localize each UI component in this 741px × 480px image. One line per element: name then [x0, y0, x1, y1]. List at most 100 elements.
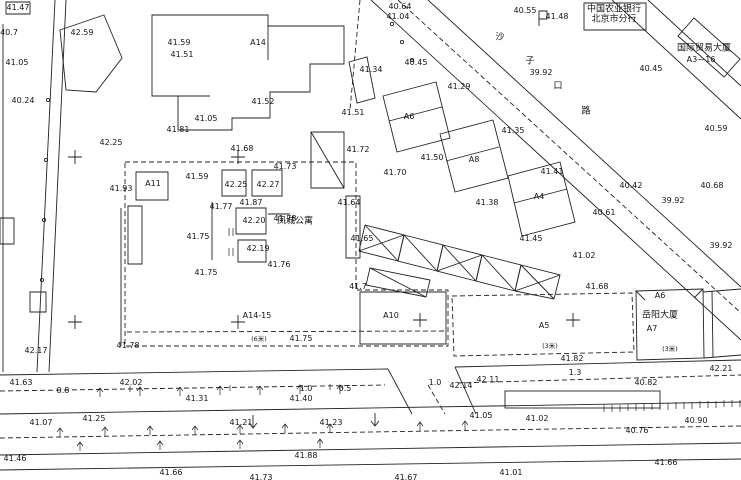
elevation-label: 41.07 [29, 418, 53, 427]
place-name-label: 北京市分行 [591, 14, 637, 25]
elevation-label: 40.42 [619, 181, 643, 190]
grid-cross [68, 315, 82, 329]
place-name-label: 岳阳大厦 [641, 310, 679, 321]
elevation-label: 42.19 [246, 244, 270, 253]
elevation-label: 41.05 [194, 114, 218, 123]
elevation-label: 41.34 [359, 65, 383, 74]
place-name-label: 口 [553, 81, 563, 92]
elevation-label: 39.92 [529, 68, 553, 77]
elevation-label: 41.31 [185, 394, 209, 403]
grid-cross [231, 150, 245, 164]
elevation-label: A5 [538, 321, 550, 330]
elevation-label: 41.48 [545, 12, 569, 21]
place-name-label: 路 [581, 106, 591, 117]
elevation-label: A7 [646, 324, 658, 333]
elevation-label: A8 [468, 155, 480, 164]
buildings-group [0, 1, 741, 361]
elevation-label: 41.29 [447, 82, 471, 91]
fence-ticks [603, 400, 741, 412]
elevation-label: 1.0 [299, 384, 313, 393]
utility-point [409, 57, 415, 63]
place-name-label: 凤城公寓 [276, 216, 314, 227]
arrow-down [248, 415, 258, 429]
elevation-label: 40.61 [592, 208, 616, 217]
place-name-label: 中国农业银行 [586, 4, 642, 15]
elevation-label: 41.41 [540, 167, 564, 176]
utility-point [45, 97, 51, 103]
elevation-label: 40.45 [639, 64, 663, 73]
elevation-label: 41.50 [420, 153, 444, 162]
elevation-label: 41.04 [386, 12, 410, 21]
arrow-down [370, 413, 380, 427]
elevation-label: 41.02 [525, 414, 549, 423]
elevation-label: 41.87 [239, 198, 263, 207]
elevation-label: 41.65 [350, 234, 374, 243]
utility-point [389, 21, 395, 27]
elevation-label: 41.59 [185, 172, 209, 181]
elevation-label: 42.27 [256, 180, 280, 189]
elevation-label: 39.92 [661, 196, 685, 205]
elevation-label: 41.59 [167, 38, 191, 47]
elevation-label: 41.77 [209, 202, 233, 211]
elevation-label: 41.88 [294, 451, 318, 460]
elevation-label: 41.75 [194, 268, 218, 277]
elevation-label: 1.3 [568, 368, 582, 377]
utility-point [43, 157, 49, 163]
elevation-label: 42.59 [70, 28, 94, 37]
elevation-label: A6 [403, 112, 415, 121]
elevation-label: 41.21 [229, 418, 253, 427]
grid-cross [566, 313, 580, 327]
elevation-label: 42.20 [242, 216, 266, 225]
elevation-label: 40.55 [513, 6, 537, 15]
elevation-label: 40.24 [11, 96, 35, 105]
tree-symbols [56, 384, 469, 451]
elevation-label: 41.70 [383, 168, 407, 177]
elevation-label: 40.76 [625, 426, 649, 435]
place-name-label: 国际贸易大厦 [676, 43, 732, 54]
place-name-label: (6米) [251, 334, 267, 343]
elevation-label: 41.01 [499, 468, 523, 477]
elevation-label: 41.68 [230, 144, 254, 153]
elevation-label: 41.66 [654, 458, 678, 467]
elevation-label: 42.17 [24, 346, 48, 355]
elevation-label: 41.76 [267, 260, 291, 269]
elevation-label: 41.78 [273, 214, 297, 223]
elevation-label: A11 [145, 179, 161, 188]
elevation-label: 39.92 [709, 241, 733, 250]
elevation-label: 41.7 [349, 282, 367, 291]
grid-cross [68, 150, 82, 164]
grid-cross [231, 315, 245, 329]
elevation-label: 41.64 [337, 198, 361, 207]
place-name-label: (3米) [542, 341, 558, 350]
place-name-label: 子 [525, 56, 535, 67]
elevation-label: 1.0 [428, 378, 442, 387]
elevation-label: 41.73 [249, 473, 273, 480]
elevation-label: 40.90 [684, 416, 708, 425]
elevation-label: 40.68 [700, 181, 724, 190]
elevation-label: 41.47 [6, 3, 30, 12]
elevation-label: 41.05 [5, 58, 29, 67]
elevation-label: 40.7 [0, 28, 18, 37]
elevation-label: 42.11 [476, 375, 500, 384]
elevation-label: 0.8 [56, 386, 70, 395]
elevation-label: 41.63 [9, 378, 33, 387]
elevation-label: 42.14 [449, 381, 473, 390]
elevation-label: 41.68 [585, 282, 609, 291]
symbols-group [39, 21, 741, 451]
elevation-label: 41.40 [289, 394, 313, 403]
elevation-label: 41.82 [560, 354, 584, 363]
elevation-label: 41.25 [82, 414, 106, 423]
place-name-label: 沙 [495, 32, 505, 43]
hatched-crossing [504, 390, 661, 409]
elevation-label: 41.73 [273, 162, 297, 171]
elevation-label: A10 [383, 311, 399, 320]
elevation-label: 0.5 [338, 384, 352, 393]
elevation-label: 41.72 [346, 145, 370, 154]
elevation-label: 42.25 [224, 180, 248, 189]
elevation-label: 40.45 [404, 58, 428, 67]
elevation-label: 41.67 [394, 473, 418, 480]
elevation-label: 41.51 [170, 50, 194, 59]
